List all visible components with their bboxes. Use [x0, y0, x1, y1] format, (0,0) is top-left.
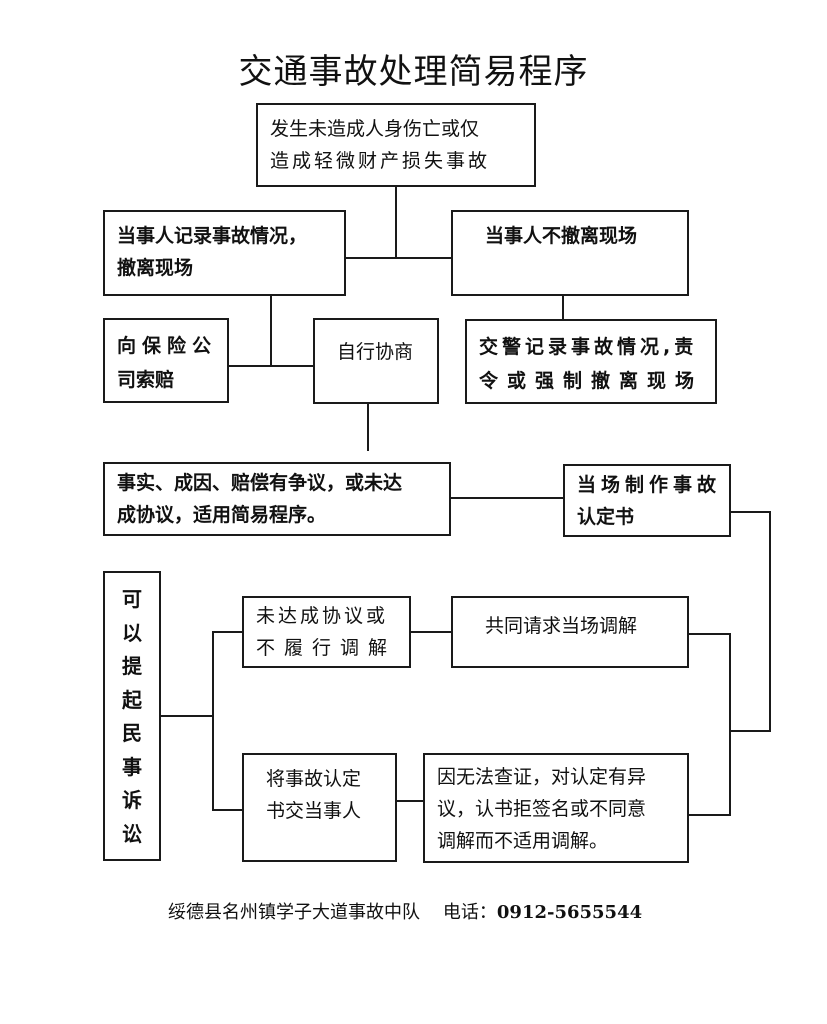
node-no-mediation: 因无法查证，对认定有异 议，认书拒签名或不同意 调解而不适用调解。 [423, 753, 689, 863]
connector [410, 631, 452, 633]
vertical-char: 民 [122, 721, 142, 745]
node-joint-mediation: 共同请求当场调解 [451, 596, 689, 668]
node-insurance: 向保险公 司索赔 [103, 318, 229, 403]
node-text: 交警记录事故情况,责 [479, 336, 698, 358]
vertical-char: 起 [122, 687, 142, 712]
node-text: 共同请求当场调解 [485, 615, 638, 637]
node-mediation-fail: 未达成协议或 不履行调解 [242, 596, 411, 668]
connector [160, 715, 214, 717]
node-text: 成协议，适用简易程序。 [117, 504, 327, 526]
connector [212, 631, 214, 811]
connector [395, 186, 397, 259]
node-leave: 当事人记录事故情况， 撤离现场 [103, 210, 346, 296]
node-text: 认定书 [577, 506, 635, 528]
node-text: 调解而不适用调解。 [437, 830, 609, 852]
node-vertical-text: 可以提起民事诉讼 [105, 583, 159, 851]
footer: 绥德县名州镇学子大道事故中队 电话：0912-5655544 [168, 898, 642, 924]
node-lawsuit: 可以提起民事诉讼 [103, 571, 161, 861]
vertical-char: 可 [122, 587, 142, 611]
vertical-char: 讼 [122, 821, 142, 846]
node-police: 交警记录事故情况,责 令或强制撤离现场 [465, 319, 717, 404]
vertical-char: 诉 [122, 788, 142, 812]
node-text: 未达成协议或 [256, 605, 389, 627]
node-text: 书交当事人 [266, 800, 362, 822]
node-text: 当场制作事故 [577, 474, 722, 496]
vertical-char: 事 [122, 754, 142, 779]
node-text: 向保险公 [117, 335, 218, 357]
node-text: 发生未造成人身伤亡或仅 [270, 118, 480, 140]
footer-phone: 0912-5655544 [496, 902, 643, 923]
node-text: 事实、成因、赔偿有争议，或未达 [117, 472, 403, 494]
node-text: 自行协商 [337, 341, 414, 363]
node-text: 议，认书拒签名或不同意 [437, 798, 647, 820]
node-deliver: 将事故认定 书交当事人 [242, 753, 397, 862]
connector [769, 511, 771, 732]
node-text: 令或强制撤离现场 [479, 370, 704, 392]
connector [688, 814, 731, 816]
node-stay: 当事人不撤离现场 [451, 210, 689, 296]
connector [212, 809, 243, 811]
connector [730, 511, 771, 513]
node-text: 不履行调解 [256, 637, 397, 659]
node-negotiate: 自行协商 [313, 318, 439, 404]
footer-org: 绥德县名州镇学子大道事故中队 [168, 902, 420, 923]
connector [212, 631, 243, 633]
node-text: 造成轻微财产损失事故 [270, 150, 491, 172]
node-text: 因无法查证，对认定有异 [437, 766, 647, 788]
connector [562, 295, 564, 320]
node-text: 将事故认定 [266, 768, 362, 790]
connector [270, 295, 272, 367]
connector [729, 730, 771, 732]
node-start: 发生未造成人身伤亡或仅 造成轻微财产损失事故 [256, 103, 536, 187]
vertical-char: 提 [122, 654, 142, 678]
connector [729, 633, 731, 816]
connector [688, 633, 731, 635]
connector [396, 800, 424, 802]
connector [450, 497, 564, 499]
vertical-char: 以 [122, 620, 142, 645]
node-certificate: 当场制作事故 认定书 [563, 464, 731, 537]
page-title: 交通事故处理简易程序 [238, 52, 589, 92]
connector [367, 403, 369, 451]
footer-phone-label: 电话： [442, 902, 497, 923]
connector [228, 365, 314, 367]
node-text: 司索赔 [117, 369, 175, 391]
node-text: 当事人记录事故情况， [117, 225, 308, 247]
connector [345, 257, 453, 259]
node-dispute: 事实、成因、赔偿有争议，或未达 成协议，适用简易程序。 [103, 462, 451, 536]
node-text: 当事人不撤离现场 [485, 225, 638, 247]
node-text: 撤离现场 [117, 257, 194, 279]
